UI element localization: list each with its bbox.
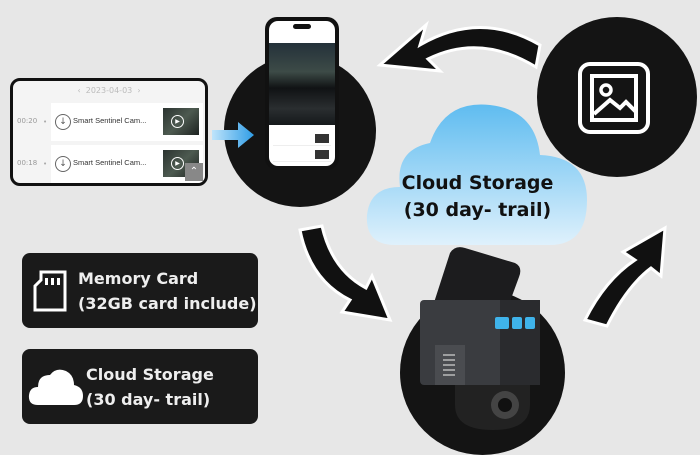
recording-time: 00:20 bbox=[17, 117, 38, 125]
recording-title: Smart Sentinel Cam... bbox=[73, 158, 147, 167]
feature-subtitle: (32GB card include) bbox=[78, 294, 257, 313]
recording-list-panel: ‹ 2023-04-03 › 00:20 • ↓ Smart Sentinel … bbox=[10, 78, 208, 186]
arrow-list-to-phone-icon bbox=[212, 122, 254, 148]
image-gallery-icon bbox=[578, 62, 650, 134]
dynamic-island bbox=[293, 24, 311, 29]
cloud-storage-label: Cloud Storage (30 day- trail) bbox=[365, 170, 590, 224]
gallery-backdrop-circle bbox=[537, 17, 697, 177]
smartphone bbox=[265, 17, 339, 170]
date-label: 2023-04-03 bbox=[85, 86, 133, 95]
cloud-title: Cloud Storage bbox=[401, 172, 554, 194]
arrow-to-gallery-icon bbox=[582, 225, 667, 328]
recording-card[interactable]: ↓ Smart Sentinel Cam... ▶ bbox=[51, 103, 203, 141]
phone-list-item bbox=[273, 149, 331, 162]
video-thumbnail[interactable]: ▶ bbox=[163, 108, 199, 135]
cloud-subtitle: (30 day- trail) bbox=[403, 199, 552, 221]
list-item[interactable]: 00:18 • ↓ Smart Sentinel Cam... ▶ bbox=[13, 145, 205, 183]
live-video-preview bbox=[269, 43, 335, 125]
feature-title: Cloud Storage bbox=[86, 365, 214, 384]
play-icon[interactable]: ▶ bbox=[171, 115, 184, 128]
sd-card-icon bbox=[33, 270, 67, 312]
arrow-to-phone-icon bbox=[376, 20, 542, 73]
arrow-to-camera-icon bbox=[298, 224, 393, 322]
cloud-icon bbox=[28, 369, 83, 405]
date-selector[interactable]: ‹ 2023-04-03 › bbox=[13, 81, 205, 101]
phone-list-item bbox=[273, 133, 331, 146]
cloud-storage-graphic bbox=[366, 104, 587, 245]
chevron-left-icon[interactable]: ‹ bbox=[77, 86, 81, 95]
play-icon[interactable]: ▶ bbox=[171, 157, 184, 170]
feature-title: Memory Card bbox=[78, 269, 199, 288]
cloud-storage-feature: Cloud Storage (30 day- trail) bbox=[22, 349, 258, 424]
timeline-dot: • bbox=[43, 118, 48, 126]
recording-title: Smart Sentinel Cam... bbox=[73, 116, 147, 125]
memory-card-feature: Memory Card (32GB card include) bbox=[22, 253, 258, 328]
phone-screen bbox=[269, 21, 335, 166]
dash-camera-product bbox=[420, 247, 540, 430]
recording-time: 00:18 bbox=[17, 159, 38, 167]
recording-card[interactable]: ↓ Smart Sentinel Cam... ▶ bbox=[51, 145, 203, 183]
download-icon[interactable]: ↓ bbox=[55, 156, 71, 172]
download-icon[interactable]: ↓ bbox=[55, 114, 71, 130]
timeline-dot: • bbox=[43, 160, 48, 168]
scroll-to-top-icon[interactable]: ⌃ bbox=[185, 163, 203, 181]
chevron-right-icon[interactable]: › bbox=[137, 86, 141, 95]
list-item[interactable]: 00:20 • ↓ Smart Sentinel Cam... ▶ bbox=[13, 103, 205, 141]
feature-subtitle: (30 day- trail) bbox=[86, 390, 211, 409]
